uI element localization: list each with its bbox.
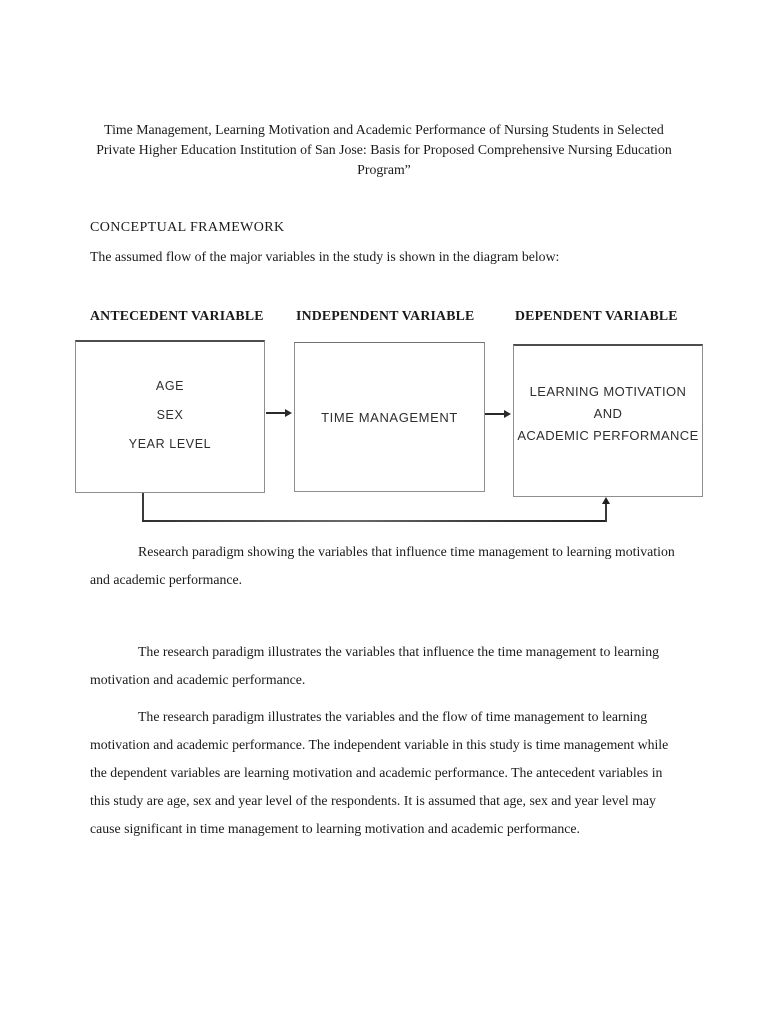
arrowhead-right-icon — [285, 409, 292, 417]
section-heading-conceptual-framework: CONCEPTUAL FRAMEWORK — [90, 220, 285, 235]
antecedent-box-label: YEAR LEVEL — [128, 437, 212, 451]
body-paragraph: The research paradigm illustrates the va… — [90, 709, 669, 836]
dependent-box-label: ACADEMIC PERFORMANCE — [517, 428, 699, 443]
arrowhead-right-icon — [504, 410, 511, 418]
feedback-line-vertical-left — [142, 493, 144, 522]
dependent-box-label: LEARNING MOTIVATION AND — [529, 384, 687, 421]
independent-box-label: TIME MANAGEMENT — [321, 409, 458, 425]
antecedent-variable-box: AGE SEX YEAR LEVEL — [75, 340, 265, 493]
feedback-line-horizontal — [142, 520, 607, 522]
flow-arrow-right-icon — [266, 409, 292, 417]
feedback-arrowhead-up-icon — [602, 497, 610, 504]
feedback-line-vertical-right — [605, 503, 607, 522]
dependent-variable-box: LEARNING MOTIVATION AND ACADEMIC PERFORM… — [513, 344, 703, 497]
column-header-dependent-variable: DEPENDENT VARIABLE — [515, 308, 678, 323]
antecedent-box-label: AGE — [155, 379, 185, 393]
document-title: Time Management, Learning Motivation and… — [96, 122, 672, 177]
body-paragraph: The research paradigm illustrates the va… — [90, 644, 660, 687]
independent-variable-box: TIME MANAGEMENT — [294, 342, 485, 492]
antecedent-box-label: SEX — [156, 408, 184, 422]
flow-arrow-right-icon — [485, 410, 511, 418]
column-header-independent-variable: INDEPENDENT VARIABLE — [296, 308, 475, 323]
figure-caption: Research paradigm showing the variables … — [90, 544, 675, 587]
column-header-antecedent-variable: ANTECEDENT VARIABLE — [90, 308, 264, 323]
intro-sentence: The assumed flow of the major variables … — [90, 249, 560, 264]
